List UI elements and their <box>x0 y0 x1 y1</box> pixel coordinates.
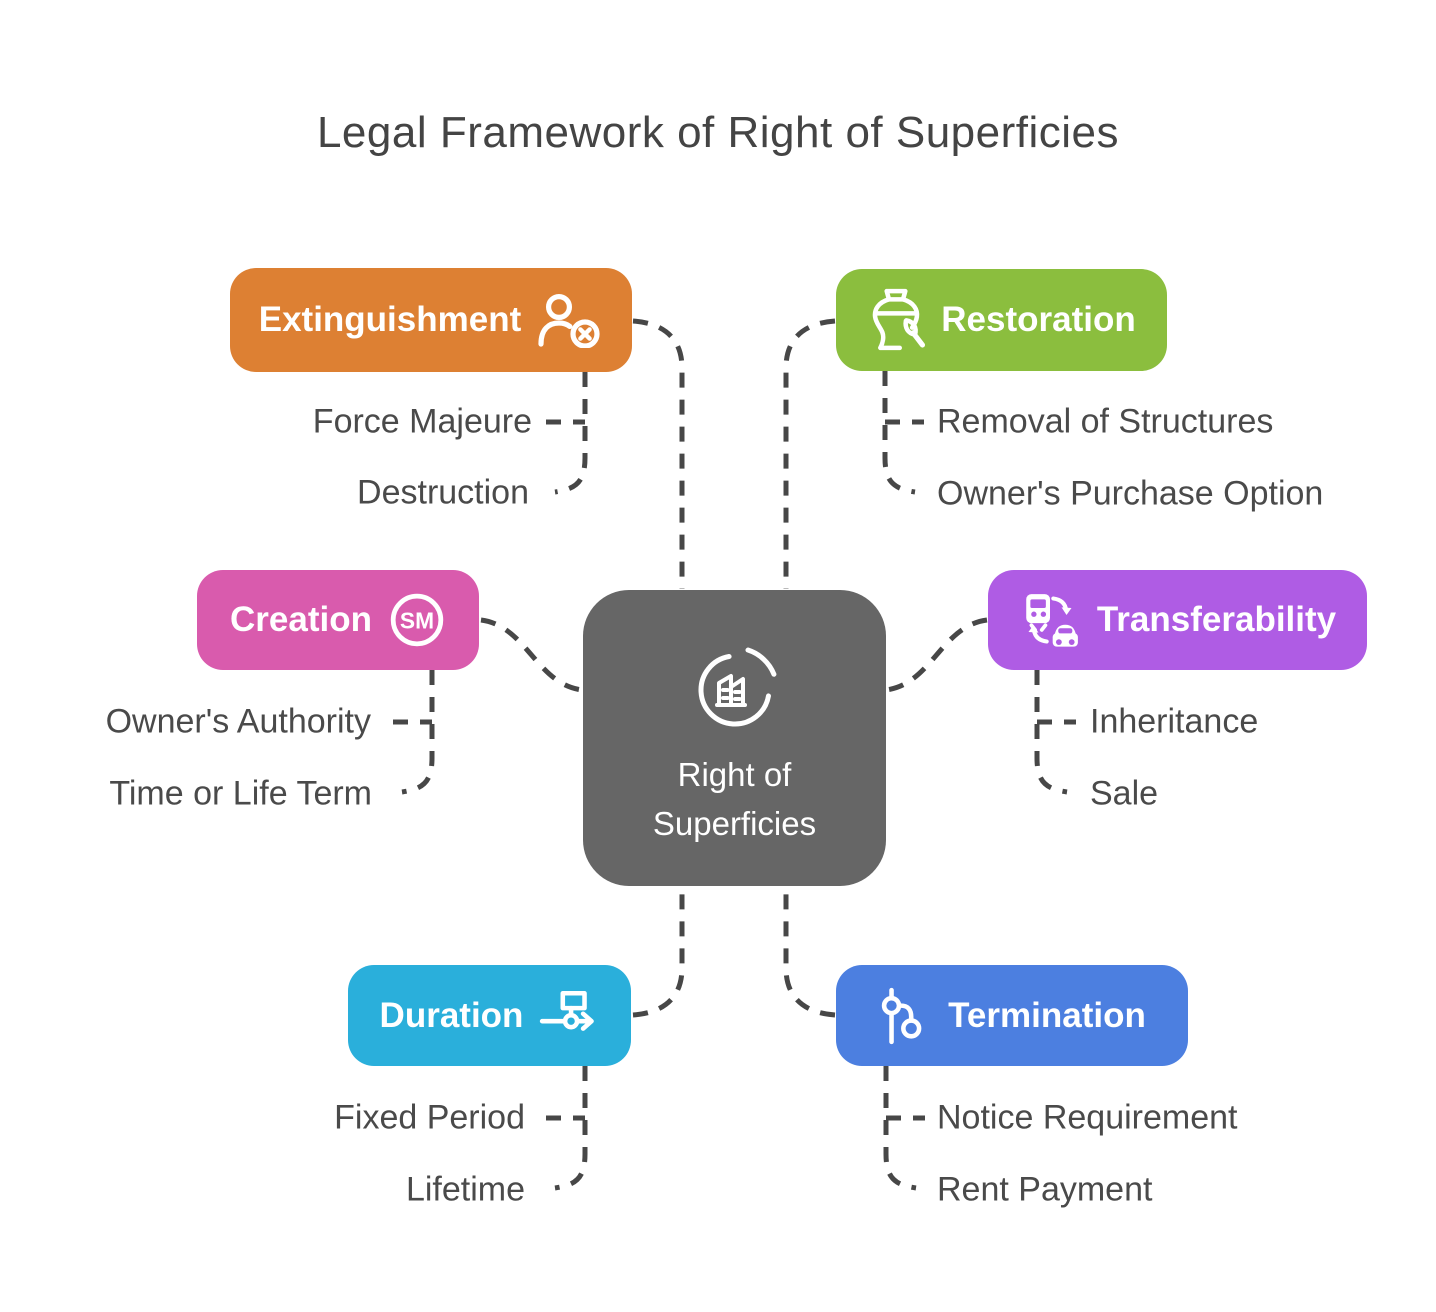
node-duration: Duration <box>348 965 631 1066</box>
connector-transferability-trunk <box>1034 670 1068 795</box>
node-extinguishment: Extinguishment <box>230 268 632 372</box>
leaf-time-or-life-term: Time or Life Term <box>109 774 372 813</box>
leaf-rent-payment: Rent Payment <box>937 1170 1153 1209</box>
vase-restore-icon <box>873 288 926 351</box>
connector-duration-trunk <box>554 1066 588 1191</box>
connector-creation-trunk <box>401 670 435 795</box>
connector-transferability-center <box>885 617 988 693</box>
connector-termination-trunk <box>883 1066 917 1191</box>
leaf-fixed-period: Fixed Period <box>334 1098 525 1137</box>
sm-circle-icon: SM <box>390 593 444 647</box>
center-label-line2: Superficies <box>652 805 817 842</box>
timeline-icon <box>540 990 595 1031</box>
leaf-force-majeure: Force Majeure <box>312 402 532 441</box>
connector-duration-center <box>632 887 685 1018</box>
node-termination-label: Termination <box>948 995 1146 1035</box>
leaf-notice-requirement: Notice Requirement <box>937 1098 1238 1137</box>
node-center-label: Right of Superficies <box>653 750 816 849</box>
node-restoration: Restoration <box>836 269 1167 371</box>
page-title: Legal Framework of Right of Superficies <box>316 108 1120 157</box>
connector-extinguishment-center <box>632 318 685 589</box>
node-creation: Creation SM <box>197 570 479 670</box>
leaf-sale: Sale <box>1090 774 1159 813</box>
leaf-lifetime: Lifetime <box>405 1170 525 1209</box>
connector-creation-center <box>480 617 583 693</box>
node-transferability: Transferability <box>988 570 1367 670</box>
node-extinguishment-label: Extinguishment <box>258 300 522 339</box>
building-cycle-icon <box>698 647 776 726</box>
git-branch-icon <box>881 987 922 1044</box>
leaf-removal-of-structures: Removal of Structures <box>937 402 1274 441</box>
svg-text:SM: SM <box>400 607 434 633</box>
connector-extinguishment-trunk <box>554 372 588 495</box>
node-right-of-superficies: Right of Superficies <box>583 590 886 886</box>
leaf-inheritance: Inheritance <box>1090 702 1259 741</box>
transfer-vehicles-icon <box>1026 594 1078 647</box>
node-creation-label: Creation <box>230 600 372 639</box>
node-termination: Termination <box>836 965 1188 1066</box>
leaf-owners-purchase-option: Owner's Purchase Option <box>937 474 1324 513</box>
node-restoration-label: Restoration <box>941 300 1136 339</box>
center-label-line1: Right of <box>677 755 792 793</box>
connector-restoration-center <box>783 318 836 589</box>
user-x-icon <box>538 294 600 348</box>
leaf-destruction: Destruction <box>357 473 529 512</box>
node-duration-label: Duration <box>379 995 524 1035</box>
connector-restoration-trunk <box>882 371 916 495</box>
leaf-owners-authority: Owner's Authority <box>105 702 371 741</box>
node-transferability-label: Transferability <box>1096 600 1337 639</box>
connector-termination-center <box>783 887 836 1018</box>
